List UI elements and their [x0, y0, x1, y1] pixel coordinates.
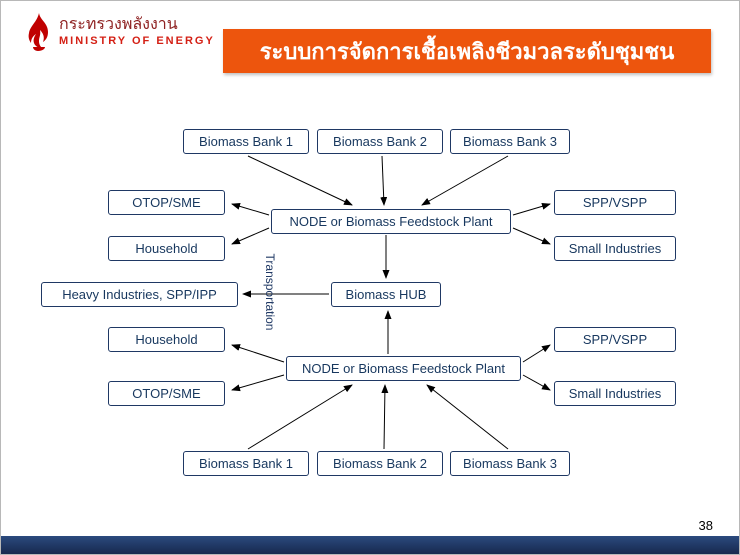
arrow-bank1-top-to-node-top — [247, 155, 353, 206]
arrow-bank3-top-to-node-top — [421, 155, 509, 206]
box-biomass-bank-1-top: Biomass Bank 1 — [183, 129, 309, 154]
box-small-industries-top: Small Industries — [554, 236, 676, 261]
box-otop-sme-bottom: OTOP/SME — [108, 381, 225, 406]
box-biomass-bank-3-bottom: Biomass Bank 3 — [450, 451, 570, 476]
box-household-top: Household — [108, 236, 225, 261]
box-node-bottom: NODE or Biomass Feedstock Plant — [286, 356, 521, 381]
box-spp-vspp-top: SPP/VSPP — [554, 190, 676, 215]
box-otop-sme-top: OTOP/SME — [108, 190, 225, 215]
title-banner: ระบบการจัดการเชื้อเพลิงชีวมวลระดับชุมชน — [223, 29, 711, 73]
arrow-node-bottom-to-otop-bottom — [231, 374, 285, 392]
arrow-node-top-to-household-top — [231, 227, 270, 245]
box-biomass-bank-1-bottom: Biomass Bank 1 — [183, 451, 309, 476]
transportation-label: Transportation — [263, 253, 277, 331]
arrow-node-bottom-to-small-bottom — [522, 374, 551, 391]
box-node-top: NODE or Biomass Feedstock Plant — [271, 209, 511, 234]
arrow-node-top-to-otop-top — [231, 202, 270, 216]
ministry-name-english: MINISTRY OF ENERGY — [59, 34, 215, 47]
arrow-node-bottom-to-household-bottom — [231, 344, 285, 363]
box-small-industries-bottom: Small Industries — [554, 381, 676, 406]
ministry-name-thai: กระทรวงพลังงาน — [59, 16, 178, 34]
box-spp-vspp-bottom: SPP/VSPP — [554, 327, 676, 352]
box-biomass-hub: Biomass HUB — [331, 282, 441, 307]
arrow-bank3-bottom-to-node-bottom — [426, 384, 509, 450]
flame-icon — [28, 13, 48, 51]
arrow-node-top-to-spp-top — [512, 202, 551, 216]
arrow-bank2-top-to-node-top — [380, 155, 388, 206]
slide-title: ระบบการจัดการเชื้อเพลิงชีวมวลระดับชุมชน — [259, 38, 675, 64]
arrow-node-bottom-to-spp-bottom — [522, 344, 551, 363]
footer-bar — [1, 536, 739, 554]
arrow-node-top-to-small-top — [512, 227, 551, 245]
arrow-bank2-bottom-to-node-bottom — [381, 384, 389, 450]
box-biomass-bank-3-top: Biomass Bank 3 — [450, 129, 570, 154]
arrow-bank1-bottom-to-node-bottom — [247, 384, 353, 450]
box-biomass-bank-2-top: Biomass Bank 2 — [317, 129, 443, 154]
box-heavy-industries: Heavy Industries, SPP/IPP — [41, 282, 238, 307]
box-biomass-bank-2-bottom: Biomass Bank 2 — [317, 451, 443, 476]
ministry-logo: กระทรวงพลังงาน MINISTRY OF ENERGY — [27, 13, 215, 51]
page-number: 38 — [698, 518, 713, 533]
box-household-bottom: Household — [108, 327, 225, 352]
